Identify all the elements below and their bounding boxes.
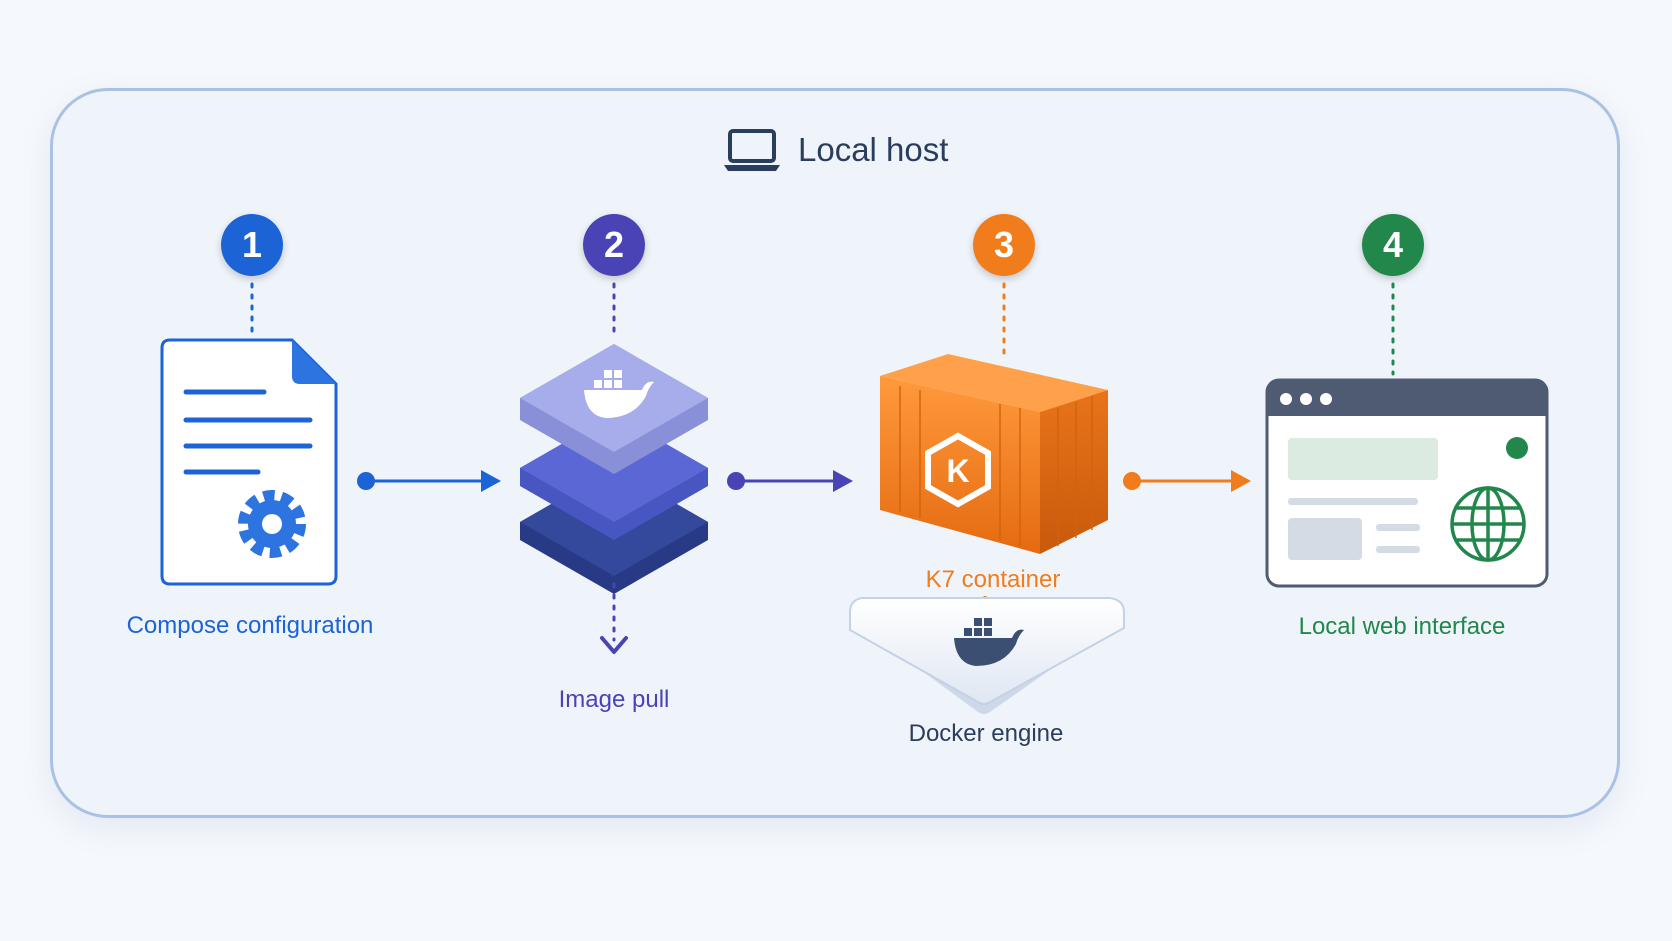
gear-icon xyxy=(238,490,306,558)
docker-engine-icon xyxy=(849,597,1125,714)
step-3-badge: 3 xyxy=(973,214,1035,276)
document-gear-icon xyxy=(160,338,338,586)
step-4-label: Local web interface xyxy=(1298,613,1506,640)
image-layers-icon xyxy=(520,344,708,594)
laptop-icon xyxy=(724,129,780,171)
flow-arrow-3-4 xyxy=(1123,470,1251,492)
host-title-label: Local host xyxy=(798,131,949,168)
shipping-container-icon: K xyxy=(880,354,1108,554)
image-pull-arrow xyxy=(600,582,628,654)
svg-text:K: K xyxy=(946,453,969,489)
browser-globe-icon xyxy=(1265,378,1549,588)
step-4-badge: 4 xyxy=(1362,214,1424,276)
host-title: Local host xyxy=(722,120,948,180)
flow-arrow-2-3 xyxy=(727,470,853,492)
step-2-badge: 2 xyxy=(583,214,645,276)
step-2-label: Image pull xyxy=(558,686,670,713)
docker-whale-icon xyxy=(584,370,654,418)
flow-arrow-1-2 xyxy=(357,470,501,492)
k7-logo-icon: K xyxy=(925,432,991,508)
step-1-label: Compose configuration xyxy=(126,612,374,639)
docker-engine-label: Docker engine xyxy=(908,720,1064,747)
step-3-label: K7 container xyxy=(925,566,1061,593)
globe-icon xyxy=(1450,486,1526,562)
docker-whale-icon xyxy=(954,618,1024,666)
badge-connectors xyxy=(250,282,1395,376)
step-1-badge: 1 xyxy=(221,214,283,276)
